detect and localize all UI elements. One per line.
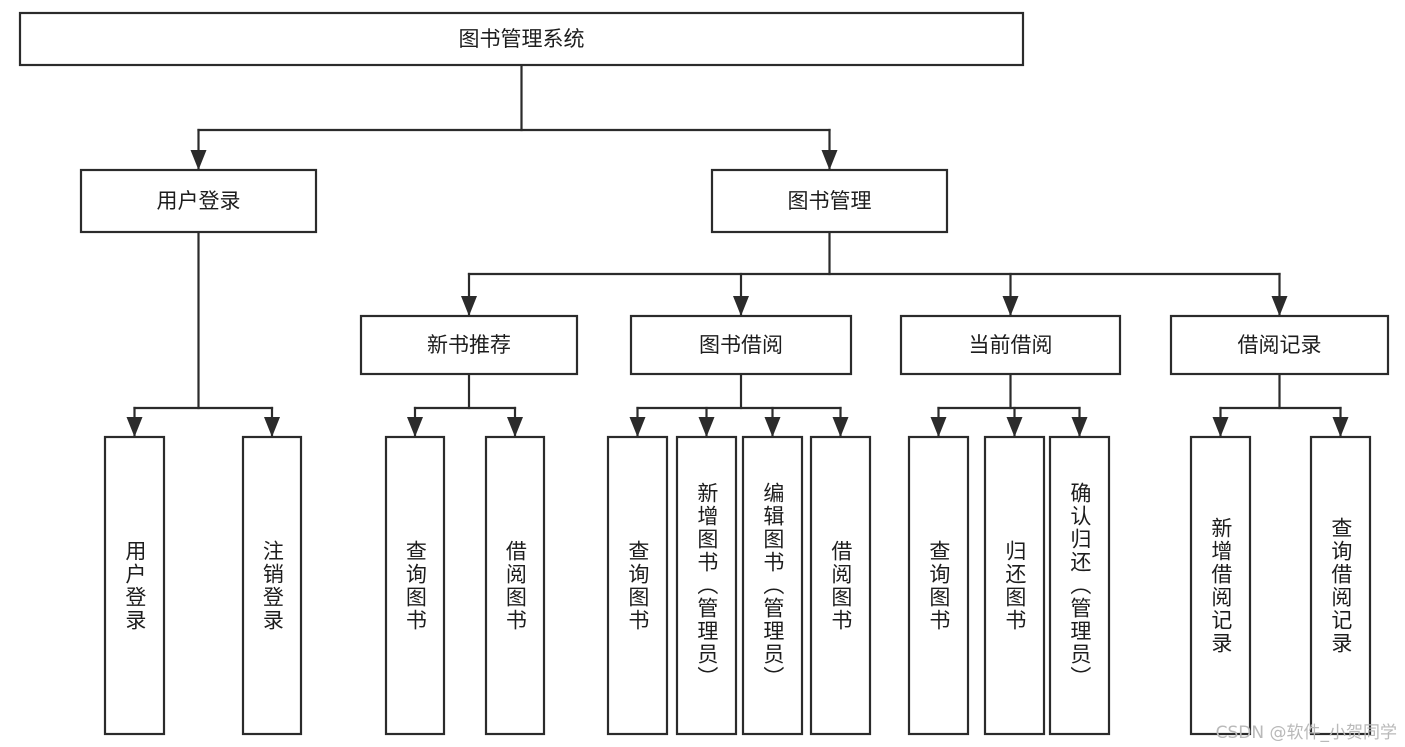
watermark-text: CSDN @软件_小贺同学 bbox=[1215, 723, 1397, 743]
node-box-leaf-12[interactable] bbox=[1309, 435, 1372, 736]
node-label-level2-0: 用户登录 bbox=[157, 189, 241, 213]
arrow-head-leaf-6 bbox=[764, 417, 781, 437]
arrow-head-leaf-2 bbox=[407, 417, 423, 437]
arrow-head-leaf-7 bbox=[832, 417, 849, 437]
arrow-head-level3-1 bbox=[733, 296, 749, 316]
node-label-root: 图书管理系统 bbox=[459, 27, 585, 51]
arrow-head-leaf-0 bbox=[126, 417, 143, 437]
node-box-leaf-7[interactable] bbox=[809, 435, 872, 736]
connectors-layer bbox=[126, 63, 1349, 437]
node-box-level3-3[interactable] bbox=[1169, 314, 1390, 376]
node-label-level3-0: 新书推荐 bbox=[427, 333, 511, 357]
node-label-level3-3: 借阅记录 bbox=[1238, 333, 1322, 357]
node-box-leaf-1[interactable] bbox=[241, 435, 303, 736]
node-box-leaf-2[interactable] bbox=[384, 435, 446, 736]
arrow-head-level3-0 bbox=[461, 296, 477, 316]
arrow-head-leaf-11 bbox=[1212, 417, 1229, 437]
arrow-head-level3-2 bbox=[1002, 296, 1019, 316]
node-label-level3-1: 图书借阅 bbox=[699, 333, 783, 357]
boxes-layer bbox=[18, 11, 1390, 736]
node-box-leaf-0[interactable] bbox=[103, 435, 166, 736]
arrow-head-leaf-1 bbox=[264, 417, 280, 437]
node-box-level2-0[interactable] bbox=[79, 168, 318, 234]
arrow-head-leaf-12 bbox=[1332, 417, 1349, 437]
node-box-leaf-3[interactable] bbox=[484, 435, 546, 736]
arrow-head-leaf-8 bbox=[930, 417, 947, 437]
arrow-head-leaf-4 bbox=[629, 417, 646, 437]
node-box-leaf-8[interactable] bbox=[907, 435, 970, 736]
arrow-head-leaf-9 bbox=[1006, 417, 1023, 437]
node-box-leaf-10[interactable] bbox=[1048, 435, 1111, 736]
node-box-root[interactable] bbox=[18, 11, 1025, 67]
arrow-head-level2-0 bbox=[190, 150, 207, 170]
arrow-head-level2-1 bbox=[821, 150, 838, 170]
arrow-head-leaf-10 bbox=[1071, 417, 1088, 437]
arrow-head-leaf-5 bbox=[698, 417, 715, 437]
arrow-head-leaf-3 bbox=[507, 417, 523, 437]
node-box-level3-1[interactable] bbox=[629, 314, 853, 376]
node-box-level2-1[interactable] bbox=[710, 168, 949, 234]
node-label-level2-1: 图书管理 bbox=[788, 189, 872, 213]
arrow-head-level3-3 bbox=[1271, 296, 1288, 316]
node-box-leaf-6[interactable] bbox=[741, 435, 804, 736]
node-box-leaf-11[interactable] bbox=[1189, 435, 1252, 736]
node-box-level3-0[interactable] bbox=[359, 314, 579, 376]
node-box-leaf-5[interactable] bbox=[675, 435, 738, 736]
node-box-level3-2[interactable] bbox=[899, 314, 1122, 376]
node-label-level3-2: 当前借阅 bbox=[969, 333, 1053, 357]
node-box-leaf-9[interactable] bbox=[983, 435, 1046, 736]
node-box-leaf-4[interactable] bbox=[606, 435, 669, 736]
